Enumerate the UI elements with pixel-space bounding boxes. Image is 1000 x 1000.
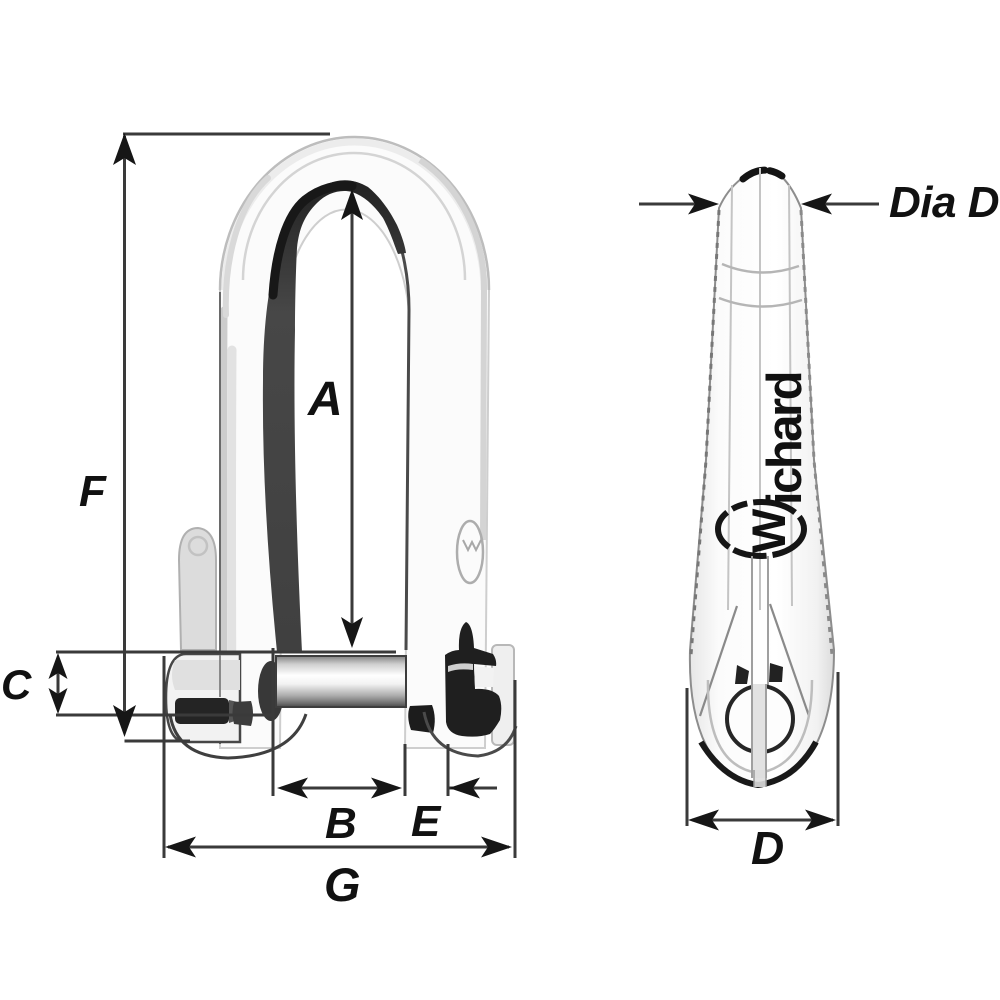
svg-text:A: A	[307, 373, 343, 426]
svg-text:D: D	[751, 822, 784, 874]
svg-text:Dia D: Dia D	[889, 178, 999, 227]
svg-text:G: G	[324, 858, 361, 911]
svg-text:ichard: ichard	[758, 373, 812, 505]
svg-text:F: F	[79, 467, 107, 516]
svg-text:W: W	[742, 508, 795, 553]
svg-text:C: C	[1, 661, 32, 708]
svg-text:E: E	[411, 797, 442, 846]
svg-text:B: B	[325, 799, 357, 848]
